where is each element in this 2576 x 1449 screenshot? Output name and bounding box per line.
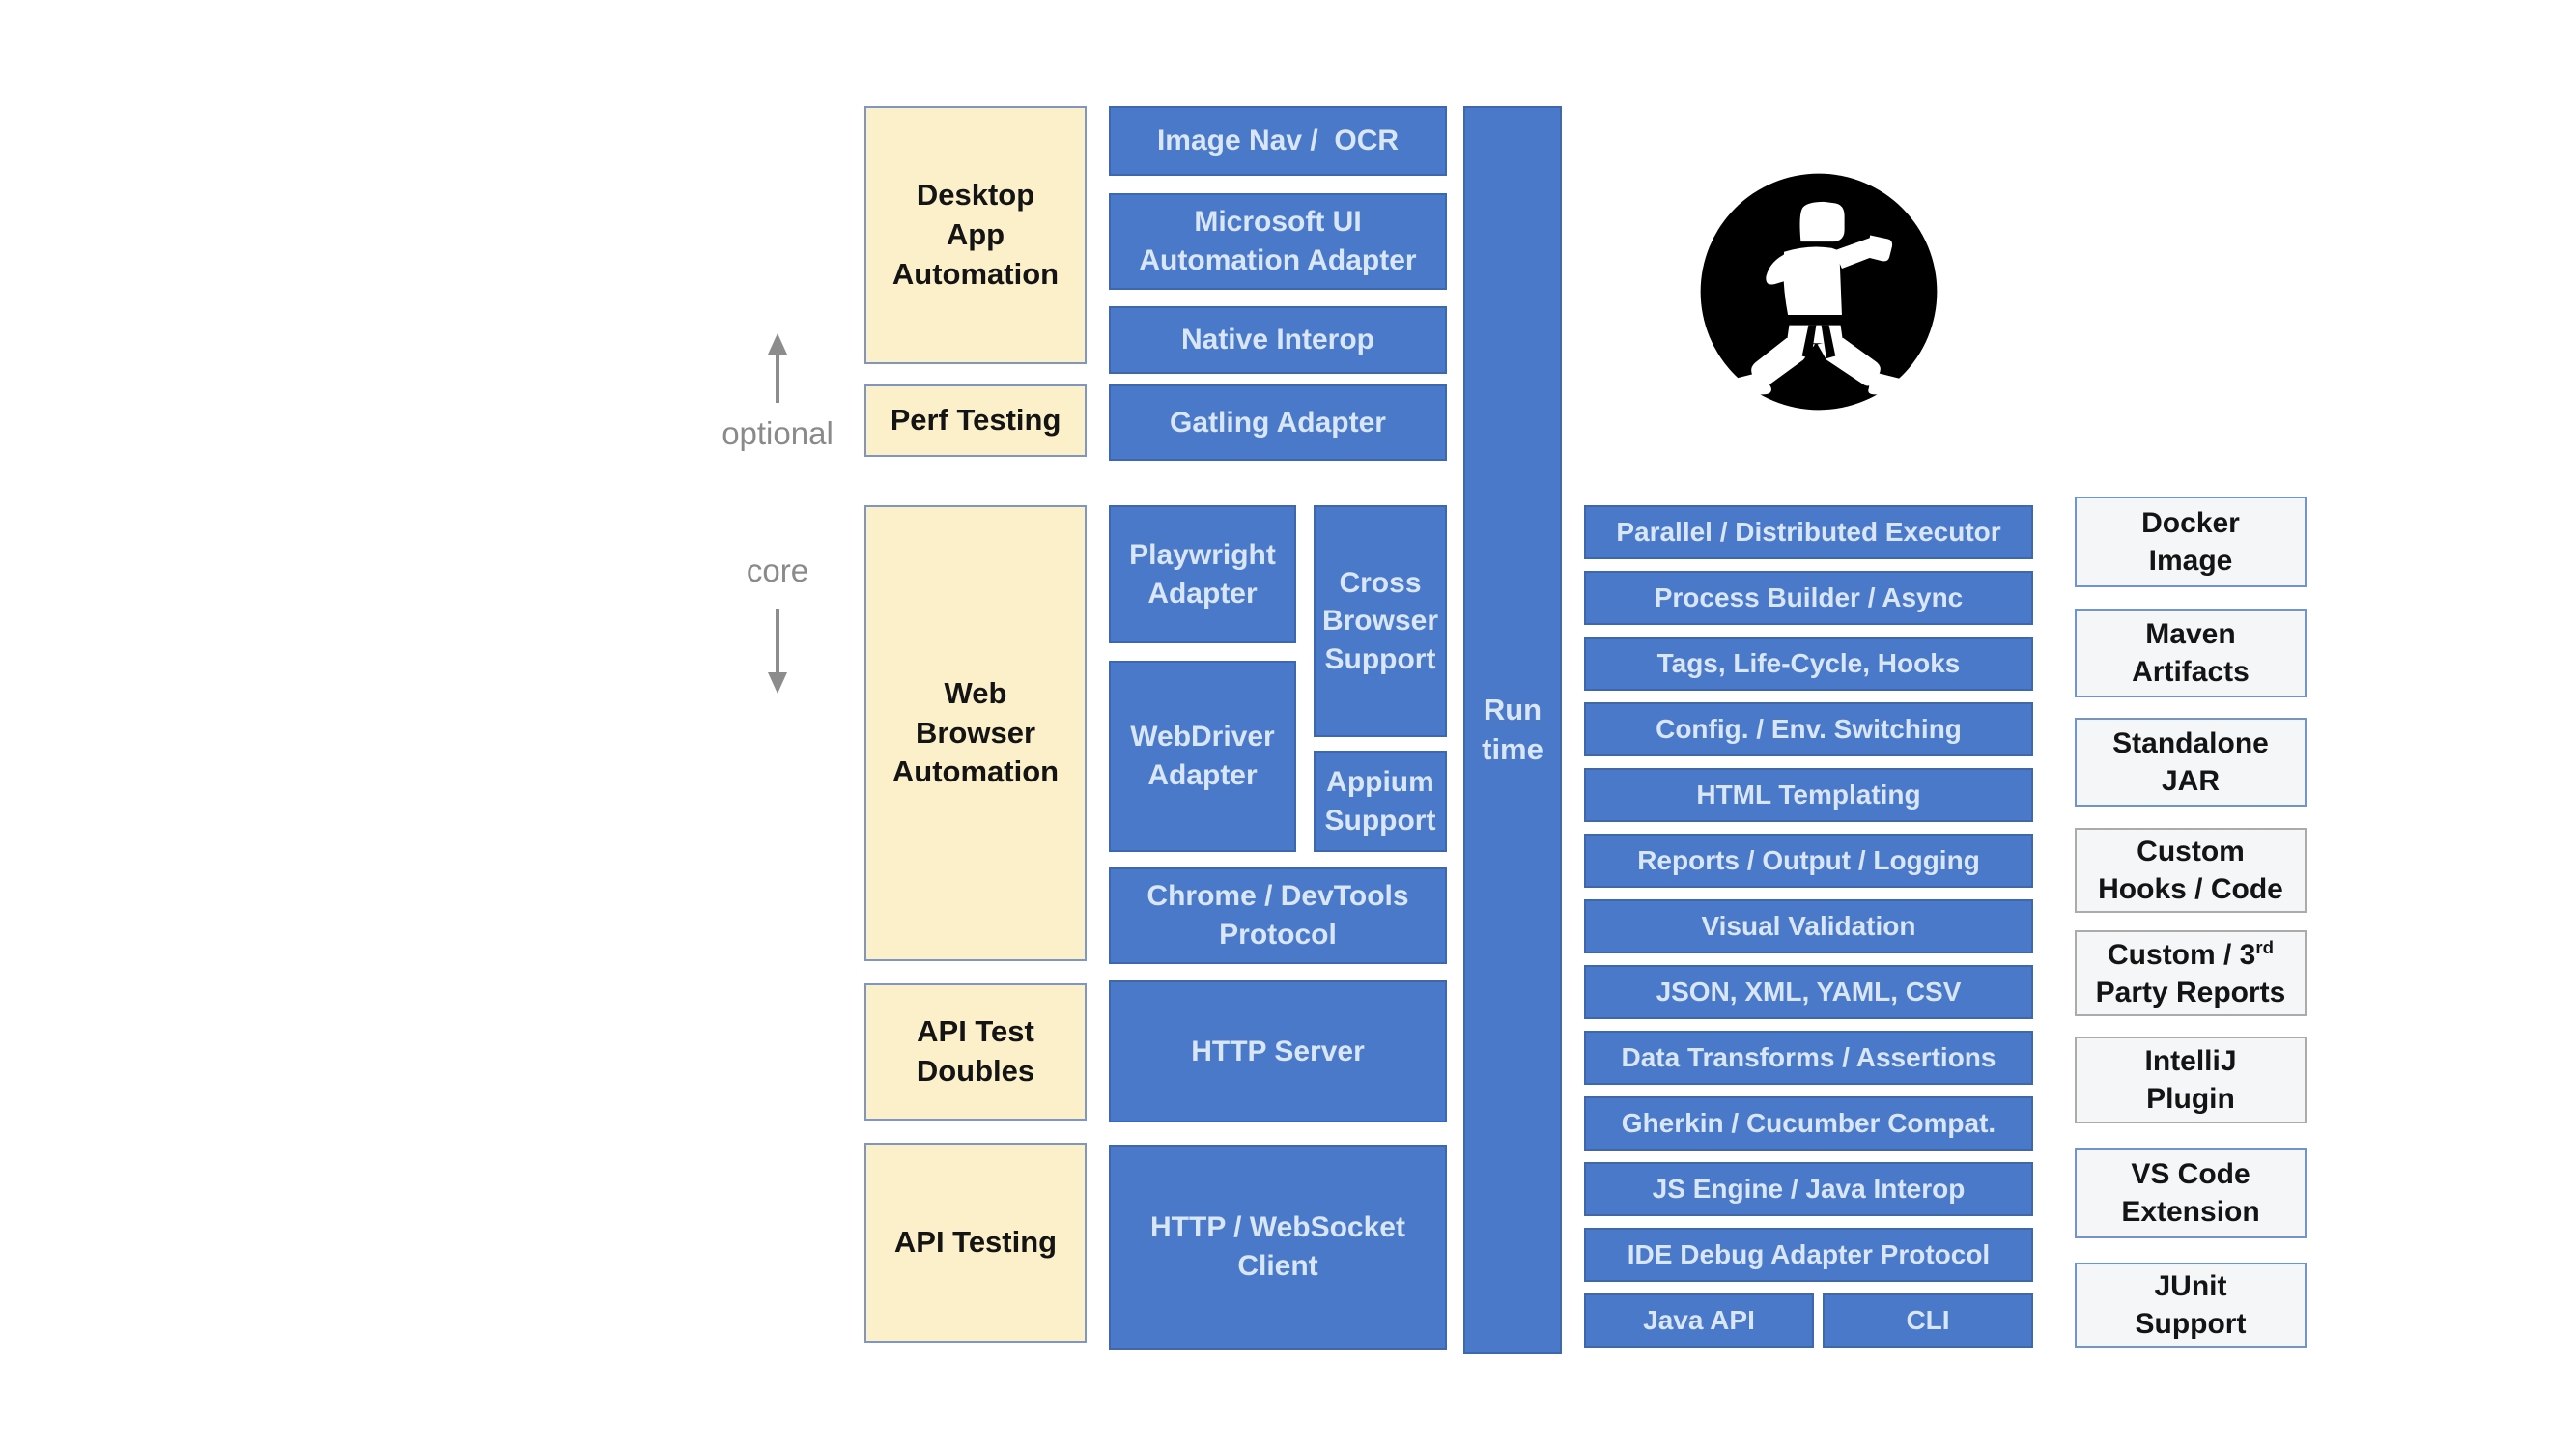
feature-process-builder-async: Process Builder / Async	[1584, 571, 2033, 625]
category-api-testing: API Testing	[864, 1143, 1087, 1343]
adapter-webdriver: WebDriver Adapter	[1109, 661, 1296, 852]
feature-reports-output-logging: Reports / Output / Logging	[1584, 834, 2033, 888]
entrypoint-java-api: Java API	[1584, 1293, 1814, 1348]
optional-label: optional	[722, 415, 834, 451]
feature-html-templating: HTML Templating	[1584, 768, 2033, 822]
optional-up-arrow-icon	[768, 333, 787, 403]
adapter-chrome-devtools-protocol: Chrome / DevTools Protocol	[1109, 867, 1447, 964]
feature-parallel-distributed-executor: Parallel / Distributed Executor	[1584, 505, 2033, 559]
core-down-arrow-icon	[768, 609, 787, 694]
artifact-junit-support: JUnit Support	[2075, 1263, 2307, 1348]
artifact-maven-artifacts: Maven Artifacts	[2075, 609, 2307, 697]
artifact-docker-image: Docker Image	[2075, 497, 2307, 587]
entrypoint-cli: CLI	[1823, 1293, 2033, 1348]
adapter-appium-support: Appium Support	[1314, 751, 1447, 852]
adapter-playwright: Playwright Adapter	[1109, 505, 1296, 643]
feature-ide-debug-adapter-protocol: IDE Debug Adapter Protocol	[1584, 1228, 2033, 1282]
category-desktop-app-automation: Desktop App Automation	[864, 106, 1087, 364]
feature-gherkin-cucumber-compat: Gherkin / Cucumber Compat.	[1584, 1096, 2033, 1151]
adapter-image-nav-ocr: Image Nav / OCR	[1109, 106, 1447, 176]
core-label: core	[746, 553, 809, 588]
artifact-intellij-plugin: IntelliJ Plugin	[2075, 1037, 2307, 1123]
feature-visual-validation: Visual Validation	[1584, 899, 2033, 953]
adapter-http-server: HTTP Server	[1109, 980, 1447, 1122]
feature-json-xml-yaml-csv: JSON, XML, YAML, CSV	[1584, 965, 2033, 1019]
artifact-vs-code-extension: VS Code Extension	[2075, 1148, 2307, 1238]
karate-logo	[1700, 173, 1938, 411]
feature-tags-lifecycle-hooks: Tags, Life-Cycle, Hooks	[1584, 637, 2033, 691]
adapter-microsoft-ui-automation: Microsoft UI Automation Adapter	[1109, 193, 1447, 290]
category-web-browser-automation: Web Browser Automation	[864, 505, 1087, 961]
feature-js-engine-java-interop: JS Engine / Java Interop	[1584, 1162, 2033, 1216]
category-perf-testing: Perf Testing	[864, 384, 1087, 457]
category-api-test-doubles: API Test Doubles	[864, 983, 1087, 1121]
feature-data-transforms-assertions: Data Transforms / Assertions	[1584, 1031, 2033, 1085]
adapter-native-interop: Native Interop	[1109, 306, 1447, 374]
adapter-cross-browser-support: Cross Browser Support	[1314, 505, 1447, 737]
adapter-gatling: Gatling Adapter	[1109, 384, 1447, 461]
feature-config-env-switching: Config. / Env. Switching	[1584, 702, 2033, 756]
adapter-http-websocket-client: HTTP / WebSocket Client	[1109, 1145, 1447, 1350]
artifact-custom-hooks-code: Custom Hooks / Code	[2075, 828, 2307, 913]
artifact-standalone-jar: Standalone JAR	[2075, 718, 2307, 807]
runtime-column: Run time	[1463, 106, 1562, 1354]
